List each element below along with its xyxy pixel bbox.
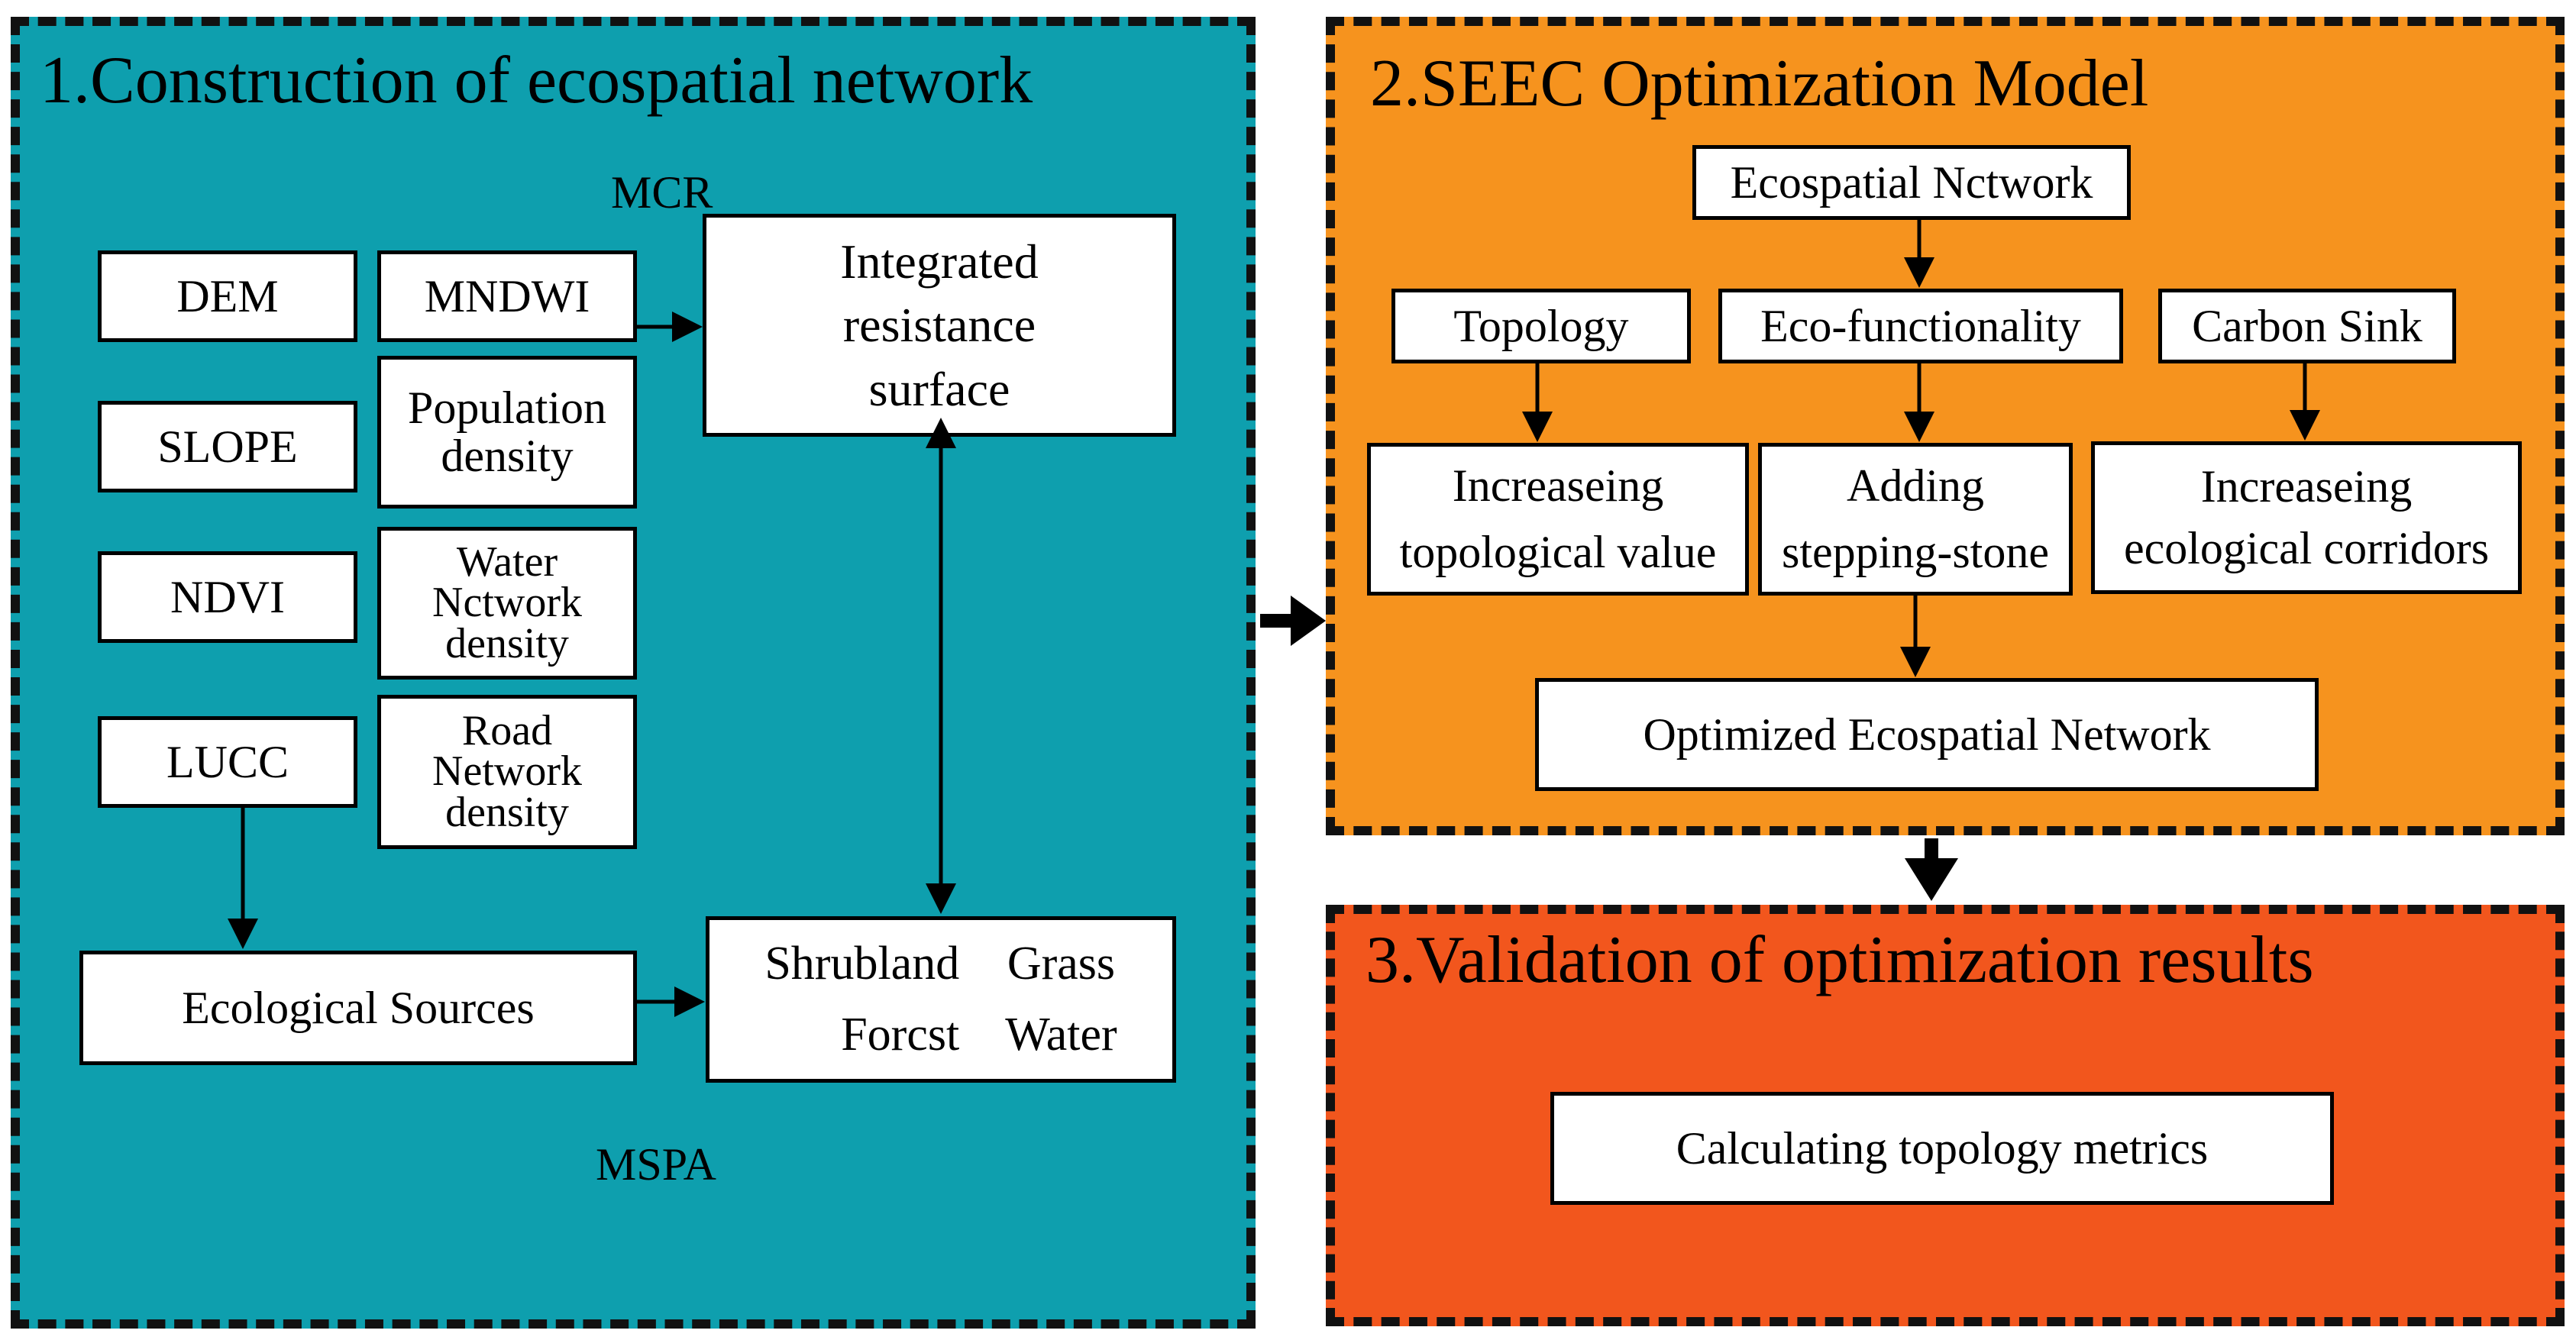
arrow-p2-p3-shaft (1925, 838, 1938, 861)
population-line1: Population (407, 383, 606, 433)
population-line2: density (441, 431, 574, 481)
water-line3: density (445, 619, 569, 667)
input-slope: SLOPE (98, 401, 357, 492)
road-line1: Road (461, 707, 553, 755)
resistance-line3: surface (868, 361, 1010, 416)
ecospatial-network-box: Ecospatial Nctwork (1692, 145, 2131, 220)
arrow-p1-p2-shaft (1260, 614, 1294, 628)
action2-line2: stepping-stone (1782, 527, 2049, 577)
arrow-p1-p2-head (1291, 596, 1326, 646)
action1-line1: Increaseing (1452, 460, 1664, 511)
landcover-box: Shrubland Grass Forcst Water (706, 916, 1176, 1083)
action2-line1: Adding (1846, 460, 1984, 511)
landcover-grid: Shrubland Grass Forcst Water (764, 937, 1117, 1061)
input-dem: DEM (98, 250, 357, 342)
action3-line2: ecological corridors (2123, 523, 2490, 573)
input-lucc: LUCC (98, 716, 357, 808)
panel2-title: 2.SEEC Optimization Model (1370, 47, 2149, 121)
optimized-network-box: Optimized Ecospatial Network (1535, 678, 2319, 791)
landcover-grass: Grass (1007, 937, 1116, 990)
criterion-topology: Topology (1391, 289, 1691, 363)
panel3-title: 3.Validation of optimization results (1366, 923, 2314, 997)
action-stepping-stone: Adding stepping-stone (1758, 443, 2073, 596)
input-mndwi: MNDWI (377, 250, 637, 342)
arrow-p2-p3-head (1905, 858, 1958, 901)
criterion-carbon-sink: Carbon Sink (2158, 289, 2456, 363)
ecological-sources: Ecological Sources (79, 951, 637, 1065)
action-topological-value: Increaseing topological value (1367, 443, 1749, 596)
topology-metrics-box: Calculating topology metrics (1550, 1092, 2334, 1205)
landcover-water: Water (1005, 1009, 1117, 1061)
integrated-resistance-surface: Integrated resistance surface (703, 214, 1176, 437)
action-ecological-corridors: Increaseing ecological corridors (2091, 441, 2522, 594)
input-water-network-density: Water Nctwork density (377, 527, 637, 680)
input-population-density: Population density (377, 356, 637, 509)
water-line2: Nctwork (432, 579, 582, 627)
landcover-shrubland: Shrubland (764, 937, 960, 990)
input-road-network-density: Road Network density (377, 695, 637, 849)
action1-line2: topological value (1399, 527, 1717, 577)
mcr-label: MCR (611, 167, 713, 218)
road-line3: density (445, 788, 569, 836)
resistance-line2: resistance (842, 298, 1036, 353)
landcover-forest: Forcst (841, 1009, 960, 1061)
resistance-line1: Integrated (840, 234, 1039, 289)
mspa-label: MSPA (596, 1139, 716, 1190)
road-line2: Network (432, 747, 582, 796)
panel1-title: 1.Construction of ecospatial network (40, 44, 1033, 118)
criterion-eco-functionality: Eco-functionality (1718, 289, 2123, 363)
action3-line1: Increaseing (2200, 461, 2413, 512)
water-line1: Water (456, 538, 558, 586)
input-ndvi: NDVI (98, 551, 357, 643)
